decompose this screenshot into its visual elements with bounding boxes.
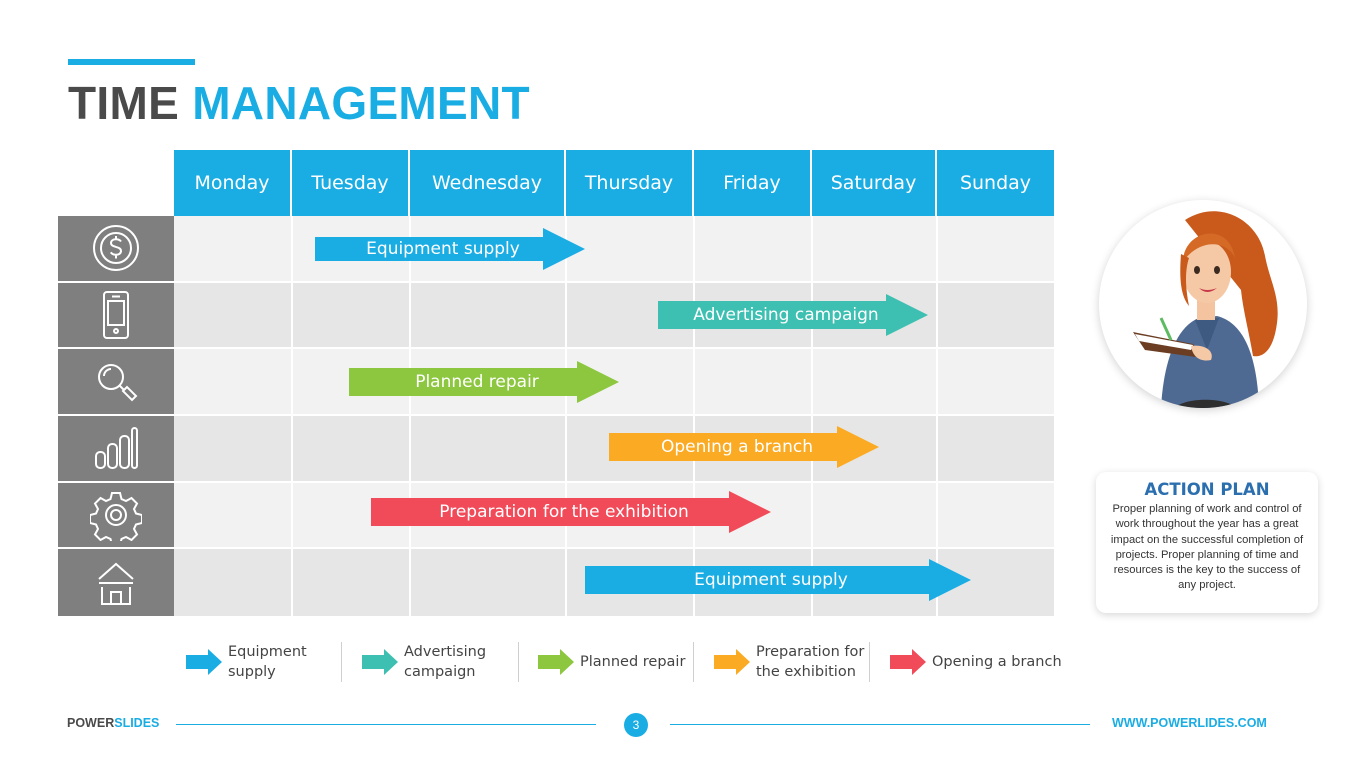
page-title: TIME MANAGEMENT — [68, 76, 530, 130]
task-label: Planned repair — [415, 372, 539, 393]
task-label: Preparation for the exhibition — [439, 501, 689, 522]
row-body: Planned repair — [174, 349, 1054, 414]
red-arrow-icon — [890, 649, 926, 675]
task-label: Advertising campaign — [693, 304, 879, 325]
task-arrow-equipment-supply[interactable]: Equipment supply — [315, 228, 585, 270]
action-plan-card: ACTION PLAN Proper planning of work and … — [1096, 472, 1318, 613]
page-number: 3 — [624, 713, 648, 737]
woman-with-notebook-illustration — [1133, 211, 1278, 408]
schedule-grid: Equipment supply Advertising campaign — [58, 216, 1054, 616]
footer-divider-left — [176, 724, 596, 725]
task-label: Equipment supply — [366, 239, 520, 259]
row-body: Preparation for the exhibition — [174, 482, 1054, 548]
row-body: Equipment supply — [174, 216, 1054, 281]
blue-arrow-icon — [186, 649, 222, 675]
task-arrow-equipment-supply[interactable]: Equipment supply — [585, 559, 971, 602]
schedule-row: Opening a branch — [58, 416, 1054, 483]
row-body: Advertising campaign — [174, 282, 1054, 348]
schedule-row: Preparation for the exhibition — [58, 482, 1054, 550]
task-arrow-opening-a-branch[interactable]: Opening a branch — [609, 426, 879, 468]
row-icon-cell — [58, 482, 174, 548]
gear-icon — [90, 491, 142, 541]
action-plan-text: Proper planning of work and control of w… — [1110, 503, 1304, 592]
teal-arrow-icon — [362, 649, 398, 675]
day-header-tuesday: Tuesday — [292, 150, 410, 216]
row-icon-cell — [58, 416, 174, 481]
day-header-row: Monday Tuesday Wednesday Thursday Friday… — [174, 150, 1054, 216]
task-arrow-preparation-for-the-exhibition[interactable]: Preparation for the exhibition — [371, 490, 771, 533]
task-label: Opening a branch — [660, 437, 813, 457]
avatar — [1099, 200, 1307, 408]
row-body: Opening a branch — [174, 416, 1054, 481]
footer-divider-right — [670, 724, 1090, 725]
title-word-1: TIME — [68, 77, 180, 129]
magnifier-icon — [98, 363, 138, 402]
orange-arrow-icon — [714, 649, 750, 675]
row-icon-cell — [58, 216, 174, 281]
day-header-monday: Monday — [174, 150, 292, 216]
footer-url[interactable]: WWW.POWERLIDES.COM — [1112, 716, 1267, 730]
schedule-row: Advertising campaign — [58, 282, 1054, 350]
day-header-saturday: Saturday — [812, 150, 937, 216]
title-accent-line — [68, 59, 195, 65]
house-icon — [98, 562, 134, 605]
day-header-friday: Friday — [694, 150, 812, 216]
footer-brand: POWERSLIDES — [67, 716, 160, 730]
schedule-row: Planned repair — [58, 349, 1054, 416]
title-word-2: MANAGEMENT — [192, 77, 530, 129]
legend-item-planned-repair: Planned repair — [538, 640, 685, 684]
schedule-row: Equipment supply — [58, 549, 1054, 616]
green-arrow-icon — [538, 649, 574, 675]
day-header-wednesday: Wednesday — [410, 150, 566, 216]
task-label: Equipment supply — [694, 570, 848, 591]
action-plan-title: ACTION PLAN — [1144, 480, 1270, 499]
bar-chart-icon — [95, 427, 138, 470]
row-icon-cell — [58, 282, 174, 348]
task-arrow-planned-repair[interactable]: Planned repair — [349, 361, 619, 404]
smartphone-icon — [103, 290, 129, 339]
task-arrow-advertising-campaign[interactable]: Advertising campaign — [658, 293, 928, 336]
schedule-row: Equipment supply — [58, 216, 1054, 283]
day-header-sunday: Sunday — [937, 150, 1054, 216]
row-body: Equipment supply — [174, 549, 1054, 616]
dollar-coin-icon — [93, 225, 139, 272]
row-icon-cell — [58, 549, 174, 616]
day-header-thursday: Thursday — [566, 150, 694, 216]
legend-item-opening-a-branch: Opening a branch — [890, 640, 1062, 684]
row-icon-cell — [58, 349, 174, 414]
